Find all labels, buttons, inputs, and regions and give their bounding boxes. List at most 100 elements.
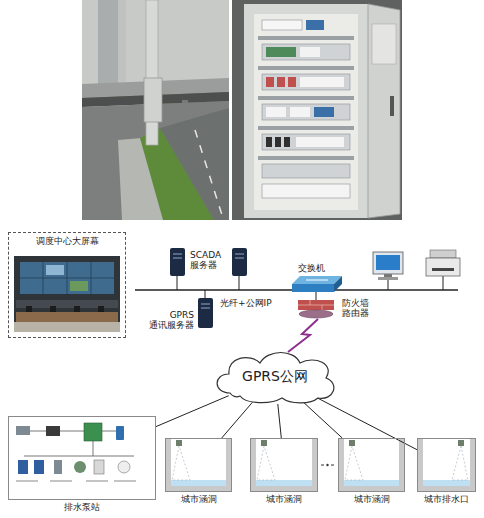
control-room-photo [46, 265, 64, 275]
site-outline [250, 438, 318, 492]
network-link [156, 396, 229, 427]
router-icon [298, 300, 334, 318]
server-icon [201, 308, 210, 309]
switch-icon [292, 276, 342, 284]
device-label: SCADA 服务器 [190, 250, 230, 271]
server-icon [198, 298, 213, 328]
network-cloud: GPRS公网 [210, 348, 340, 404]
server-icon [235, 258, 244, 259]
control-room-photo [14, 322, 120, 332]
cabinet-photo [288, 77, 296, 87]
printer-icon [426, 258, 460, 276]
cabinet-photo [284, 137, 290, 147]
switch-icon [292, 284, 334, 292]
printer-icon [430, 250, 456, 258]
outlet-drawing [423, 480, 470, 486]
server-icon [173, 258, 182, 259]
pump-station-devices [60, 431, 84, 432]
overpass-photo [144, 78, 162, 122]
cabinet-photo [258, 126, 354, 130]
cabinet-photo [262, 20, 302, 30]
network-bus [443, 276, 444, 290]
cabinet-photo [290, 107, 310, 117]
control-room-photo [20, 262, 114, 294]
pump-station-devices [86, 480, 108, 482]
switch-icon [292, 276, 342, 292]
cabinet-photo [258, 36, 354, 40]
computer-icon [373, 252, 403, 280]
printer-icon [426, 250, 460, 276]
router-icon [298, 300, 334, 310]
outlet-drawing [417, 438, 476, 492]
site-outline [165, 438, 232, 492]
cabinet-photo [266, 137, 272, 147]
outlet-drawing [458, 440, 464, 446]
culvert-drawing [344, 480, 399, 486]
site-box: 城市涵洞 [165, 438, 232, 504]
cabinet-photo [262, 134, 350, 150]
network-link [222, 402, 253, 438]
pump-station-devices [46, 426, 60, 436]
pump-station-devices [74, 461, 86, 473]
cabinet-photo [314, 107, 334, 117]
network-link [278, 404, 282, 438]
network-bus [388, 280, 389, 290]
cabinet-photo [232, 0, 402, 220]
box-title: 调度中心大屏幕 [9, 236, 125, 246]
overpass-photo [82, 0, 229, 220]
control-room-photo [16, 312, 118, 322]
pump-station-devices [93, 441, 94, 456]
site-outline [417, 438, 476, 492]
culvert-drawing [171, 480, 226, 486]
cabinet-photo [275, 137, 281, 147]
overpass-photo [195, 130, 222, 215]
pump-station-devices [16, 423, 136, 482]
overpass-photo [146, 0, 158, 145]
outlet-drawing [452, 446, 468, 480]
site-box: 城市涵洞 [250, 438, 318, 504]
router-icon [299, 310, 333, 318]
culvert-drawing [165, 438, 405, 492]
pump-station-devices [50, 480, 72, 482]
pump-station-devices [18, 460, 28, 474]
site-label: 城市涵洞 [250, 494, 318, 504]
cabinet-photo [266, 47, 296, 57]
cabinet-photo [262, 164, 350, 178]
pump-station-devices [118, 461, 130, 473]
cloud-outline [217, 353, 334, 403]
gprs-link [288, 319, 318, 352]
pump-station-devices [24, 456, 134, 457]
pump-station-devices [84, 423, 102, 441]
network-bus [135, 276, 458, 300]
control-room-photo [26, 306, 32, 312]
pump-station-devices [54, 460, 62, 474]
gprs-link [288, 319, 318, 352]
site-outline [338, 438, 405, 492]
culvert-drawing [345, 446, 363, 480]
network-link [303, 401, 343, 438]
overpass-photo [160, 108, 229, 220]
control-room-photo [14, 256, 120, 332]
cabinet-photo [262, 184, 350, 198]
site-label: 排水泵站 [8, 502, 156, 512]
culvert-drawing [256, 480, 312, 486]
cabinet-photo [277, 77, 285, 87]
cabinet-photo [300, 47, 320, 57]
device-label: 光纤+公网IP [220, 298, 272, 308]
pump-station-devices [16, 426, 30, 435]
control-room-photo [50, 306, 56, 312]
site-box: 城市排水口 [417, 438, 476, 504]
cabinet-photo [262, 74, 350, 90]
device-label: 交换机 [298, 263, 325, 273]
cabinet-photo [258, 156, 354, 160]
cabinet-photo [258, 66, 354, 70]
cabinet-photo [368, 4, 400, 218]
server-icon [173, 254, 182, 255]
control-room-photo [74, 306, 80, 312]
computer-icon [373, 252, 403, 274]
network-link [317, 398, 418, 450]
router-icon [322, 305, 323, 310]
printer-icon [432, 268, 454, 271]
